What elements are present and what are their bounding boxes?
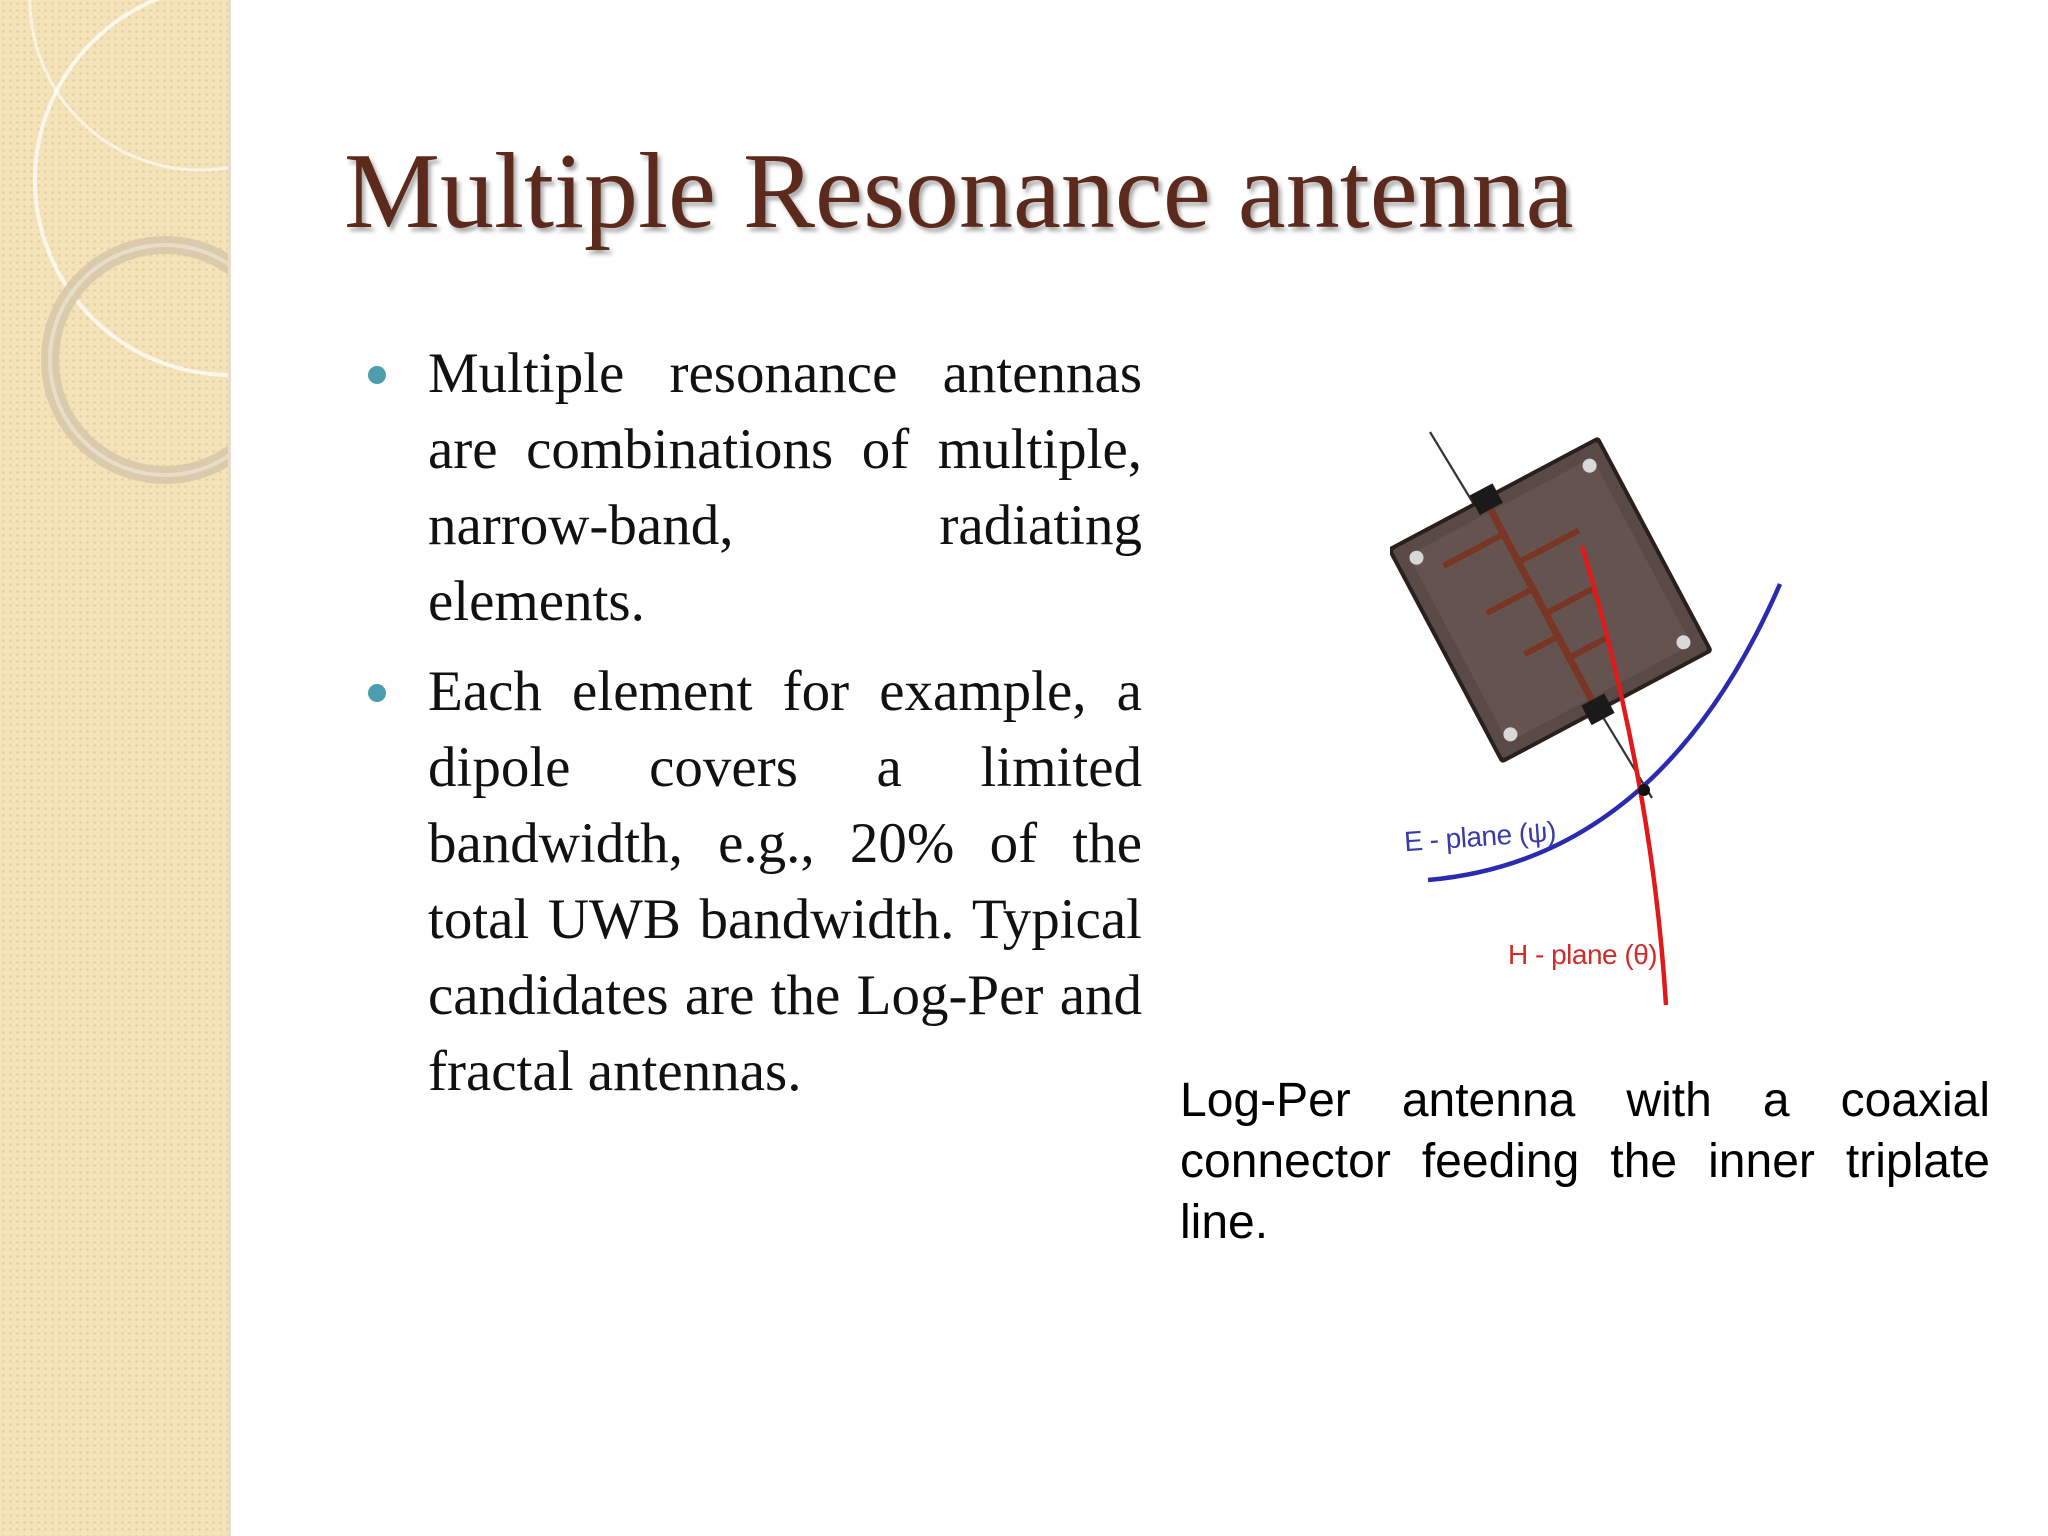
slide-title: Multiple Resonance antenna [344, 132, 1574, 251]
bullet-item: Multiple resonance antennas are combinat… [356, 336, 1142, 640]
bullet-item: Each element for example, a dipole cover… [356, 654, 1142, 1110]
bullet-dot-icon [368, 366, 386, 384]
decorative-side-band [0, 0, 231, 1536]
log-per-antenna-figure [1390, 431, 1783, 1006]
bullet-list: Multiple resonance antennas are combinat… [356, 336, 1142, 1124]
h-plane-arc [1579, 545, 1669, 1006]
bullet-text: Multiple resonance antennas are combinat… [428, 342, 1142, 633]
bullet-dot-icon [368, 684, 386, 702]
figure-caption: Log-Per antenna with a coaxial connector… [1180, 1074, 1990, 1249]
h-plane-label: H - plane (θ) [1508, 939, 1658, 970]
intersection-point [1638, 784, 1650, 796]
antenna-board [1390, 437, 1712, 763]
bullet-text: Each element for example, a dipole cover… [428, 660, 1142, 1103]
decorative-circles [28, 0, 228, 484]
e-plane-arc [1427, 583, 1783, 883]
